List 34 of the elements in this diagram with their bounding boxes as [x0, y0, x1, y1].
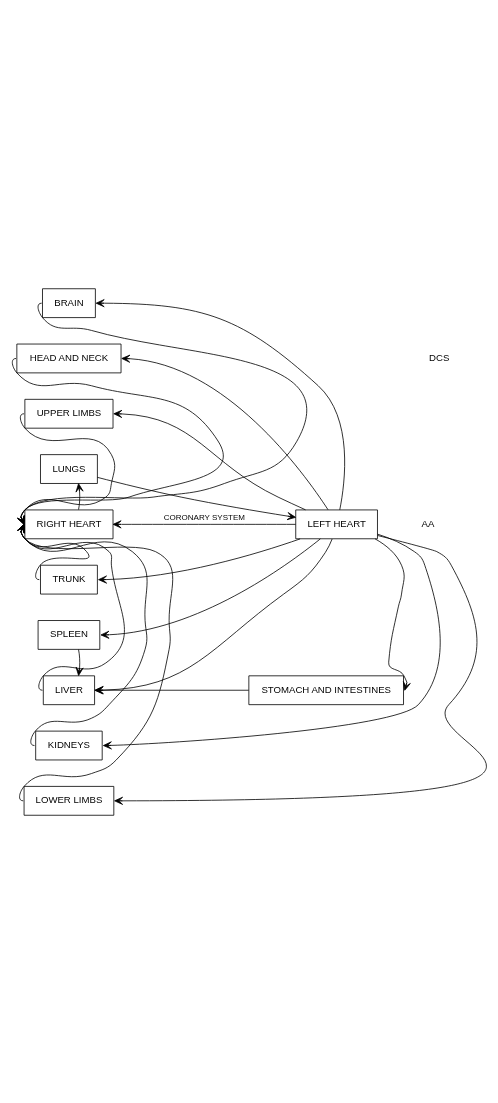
arrow — [16, 523, 125, 691]
node-box: TRUNK — [39, 564, 98, 594]
node-box: HEAD AND NECK — [15, 343, 121, 373]
arrow — [113, 534, 487, 805]
arrow — [96, 476, 296, 520]
node-box: BRAIN — [41, 287, 96, 318]
arrow — [16, 523, 89, 580]
arrow — [112, 409, 306, 510]
arrow — [95, 298, 345, 510]
node-box: LIVER — [42, 674, 95, 705]
arrow — [374, 537, 411, 691]
node-box: LOWER LIMBS — [23, 785, 114, 816]
node-box: STOMACH AND INTESTINES — [247, 674, 404, 705]
arrow — [120, 354, 328, 510]
node-box: LEFT HEART — [294, 509, 378, 539]
arrow — [11, 357, 224, 525]
arrow — [16, 412, 115, 525]
arrow — [102, 533, 441, 749]
arrow — [16, 302, 307, 525]
edge-label: CORONARY SYSTEM — [163, 512, 245, 522]
node-box: RIGHT HEART — [23, 509, 113, 539]
label: AA — [421, 517, 434, 529]
arrow — [75, 648, 84, 676]
arrow — [16, 523, 173, 801]
node-box: SPLEEN — [37, 619, 100, 650]
node-box: UPPER LIMBS — [23, 398, 113, 429]
arrow — [112, 519, 296, 528]
arrow — [16, 523, 147, 746]
arrow — [100, 537, 321, 639]
arrow — [75, 482, 84, 510]
node-box: LUNGS — [39, 453, 98, 484]
arrow — [97, 538, 300, 584]
node-box: KIDNEYS — [34, 730, 103, 760]
label: DCS — [428, 351, 449, 363]
